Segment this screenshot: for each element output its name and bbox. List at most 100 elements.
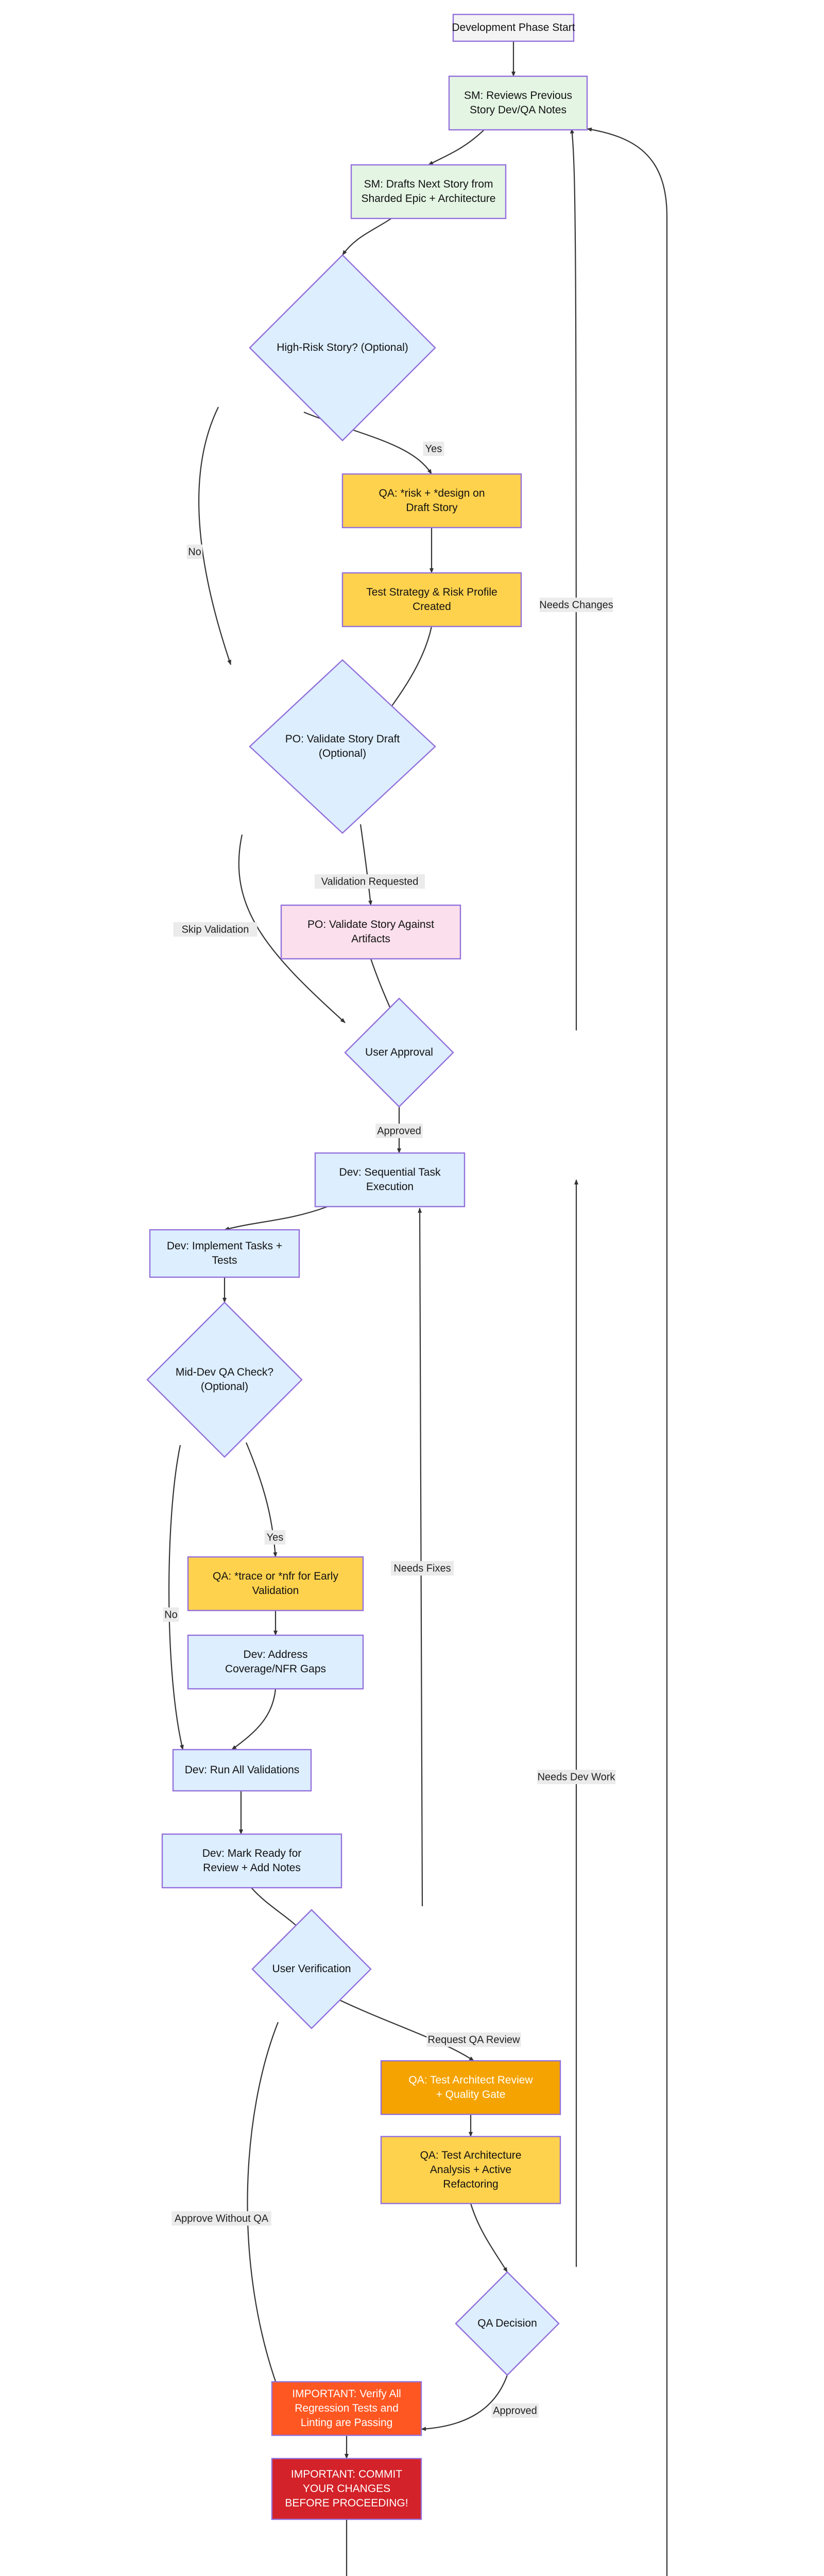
- edge-label: Yes: [423, 442, 444, 456]
- edge-po_validate-to-po_artifacts: [359, 824, 373, 906]
- process-shape: [380, 2136, 561, 2205]
- edge-label-text: No: [164, 1609, 178, 1620]
- node-label: User Approval: [365, 1046, 433, 1058]
- node-mid_qa[interactable]: Mid-Dev QA Check?(Optional): [146, 1301, 303, 1458]
- edge-label-background: [426, 2032, 521, 2047]
- decision-shape: [251, 1909, 372, 2029]
- edge-label: Needs Changes: [539, 598, 613, 612]
- node-label: Development Phase Start: [452, 22, 575, 33]
- edge-user_verify-to-qa_arch_rev: [337, 1998, 474, 2061]
- node-po_validate[interactable]: PO: Validate Story Draft(Optional): [249, 659, 436, 834]
- process-shape: [380, 2060, 561, 2115]
- edge-mid_qa-to-dev_run: [168, 1445, 184, 1750]
- edge-label: Approve Without QA: [171, 2211, 271, 2226]
- process-shape: [161, 1833, 342, 1889]
- edge-label-background: [539, 598, 613, 612]
- node-dev_run[interactable]: Dev: Run All Validations: [172, 1749, 312, 1792]
- node-label: High-Risk Story? (Optional): [277, 342, 408, 353]
- edge-label-background: [491, 2403, 539, 2418]
- edge-label-background: [390, 1561, 454, 1575]
- process-shape: [271, 2381, 422, 2436]
- process-shape: [271, 2458, 422, 2520]
- edge-user_verify-to-verify_tests: [247, 2022, 282, 2396]
- node-user_verify[interactable]: User Verification: [251, 1909, 372, 2029]
- edge-label: Validation Requested: [315, 874, 425, 889]
- edge-label-background: [186, 545, 203, 559]
- edge-qa_arch_anl-to-qa_decision: [470, 2203, 508, 2273]
- edge-po_validate-to-user_approval: [238, 834, 346, 1023]
- node-qa_decision[interactable]: QA Decision: [455, 2271, 560, 2376]
- node-high_risk[interactable]: High-Risk Story? (Optional): [249, 254, 436, 442]
- decision-shape: [146, 1301, 303, 1458]
- edge-done-to-sm_review: [587, 127, 668, 2576]
- node-label: Mid-Dev QA Check?(Optional): [176, 1366, 273, 1393]
- edge-label-background: [423, 442, 444, 456]
- edge-label-background: [171, 2211, 271, 2226]
- process-shape: [187, 1634, 364, 1690]
- edge-mid_qa-to-qa_trace: [245, 1442, 278, 1557]
- edge-label-text: Approve Without QA: [175, 2213, 269, 2224]
- edge-sm_draft-to-sm_review: [570, 128, 577, 1031]
- node-label: PO: Validate Story Draft(Optional): [285, 733, 400, 759]
- node-user_approval[interactable]: User Approval: [344, 997, 454, 1108]
- process-shape: [187, 1556, 364, 1612]
- node-qa_arch_rev[interactable]: QA: Test Architect Review+ Quality Gate: [380, 2060, 561, 2115]
- edge-dev_seq-to-dev_impl: [224, 1206, 328, 1231]
- edge-label-background: [163, 1607, 179, 1622]
- edge-label-background: [375, 1124, 423, 1138]
- process-shape: [350, 164, 507, 219]
- edge-sm_review-to-sm_draft: [428, 129, 485, 165]
- edge-label-background: [173, 922, 258, 937]
- node-start[interactable]: Development Phase Start: [452, 13, 575, 42]
- edge-qa_decision-to-verify_tests: [421, 2375, 508, 2431]
- edge-label: Needs Dev Work: [537, 1770, 616, 1784]
- edge-label: Needs Fixes: [390, 1561, 454, 1575]
- edge-qa_trace-to-dev_seq: [418, 1208, 423, 1907]
- edges-layer: [168, 41, 668, 2576]
- edge-label-text: Needs Dev Work: [538, 1771, 616, 1783]
- process-shape: [448, 75, 588, 131]
- edge-label: No: [186, 545, 203, 559]
- edge-label-text: Skip Validation: [182, 924, 249, 935]
- node-label: User Verification: [272, 1963, 351, 1975]
- edge-label-text: Yes: [425, 443, 442, 454]
- node-dev_impl[interactable]: Dev: Implement Tasks +Tests: [149, 1229, 300, 1278]
- edge-label: Approved: [375, 1124, 423, 1138]
- edge-label: Approved: [491, 2403, 539, 2418]
- edge-label: Skip Validation: [173, 922, 258, 937]
- edge-label: Request QA Review: [426, 2032, 521, 2047]
- node-label: Dev: Run All Validations: [185, 1764, 300, 1776]
- process-shape: [280, 904, 461, 960]
- edge-label-text: Approved: [377, 1125, 421, 1137]
- edge-label-background: [264, 1530, 286, 1545]
- edge-dev_ready-to-user_verify: [251, 1887, 303, 1933]
- edge-label-text: Approved: [493, 2405, 537, 2416]
- decision-shape: [455, 2271, 560, 2376]
- decision-shape: [249, 659, 436, 834]
- edge-label-text: Request QA Review: [428, 2034, 521, 2045]
- process-shape: [314, 1152, 466, 1208]
